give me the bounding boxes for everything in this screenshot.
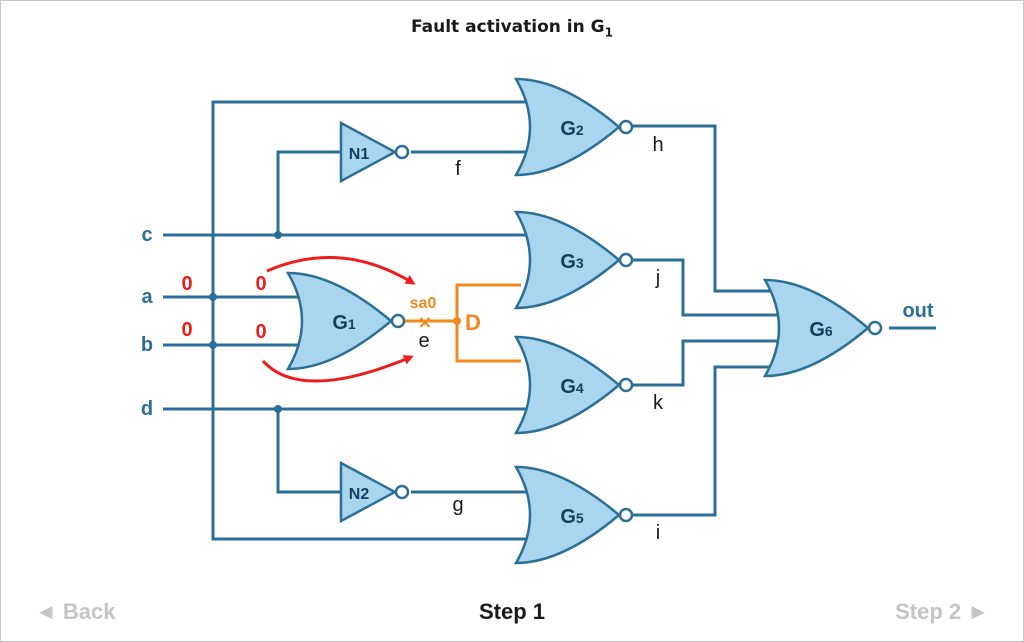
input-label-b: b <box>141 334 153 356</box>
gate-g5[interactable]: G5 <box>514 465 634 565</box>
gate-g6[interactable]: G6 <box>763 278 883 378</box>
activation-arrow-bottom <box>261 355 414 383</box>
svg-text:G1: G1 <box>332 312 356 334</box>
wire-k <box>633 339 777 387</box>
net-label-k: k <box>653 392 664 414</box>
wire-h <box>633 124 777 293</box>
wire-i <box>633 365 777 517</box>
net-label-g: g <box>452 494 463 516</box>
gate-g4-label: G <box>560 376 576 398</box>
activation-arrow-top <box>266 256 416 285</box>
junction-e <box>453 317 461 325</box>
gate-n2[interactable]: N2 <box>339 460 410 524</box>
junction-a <box>209 293 217 301</box>
wire-e <box>405 283 521 363</box>
gate-g5-label: G <box>560 506 576 528</box>
gate-g1[interactable]: G1 <box>286 271 406 371</box>
fault-label: sa0 <box>410 295 437 312</box>
svg-text:G3: G3 <box>560 251 584 273</box>
gate-n1[interactable]: N1 <box>339 120 410 184</box>
gate-g2-label: G <box>560 118 576 140</box>
gate-g5-sub: 5 <box>576 510 584 526</box>
gate-g2[interactable]: G2 <box>514 77 634 177</box>
gate-g4-sub: 4 <box>576 380 584 396</box>
wire-d <box>163 407 528 494</box>
gate-g4[interactable]: G4 <box>514 335 634 435</box>
diagram-title-text: Fault activation in G <box>411 17 605 37</box>
input-label-a: a <box>141 286 153 308</box>
junction-b <box>209 341 217 349</box>
wire-a <box>163 100 528 541</box>
gate-g2-sub: 2 <box>576 122 584 138</box>
junction-d <box>274 405 282 413</box>
gate-n2-label: N2 <box>349 486 370 503</box>
wire-j <box>633 258 777 317</box>
svg-text:G4: G4 <box>560 376 584 398</box>
fault-x-icon: × <box>417 312 432 333</box>
net-label-j: j <box>655 267 660 289</box>
input-label-c: c <box>141 224 152 246</box>
gate-g1-sub: 1 <box>348 316 356 332</box>
net-label-h: h <box>652 134 663 156</box>
value-a-primary: 0 <box>181 273 192 295</box>
next-step-button[interactable]: Step 2 ► <box>895 599 989 624</box>
gate-g3[interactable]: G3 <box>514 210 634 310</box>
net-label-e: e <box>418 330 429 352</box>
svg-text:G6: G6 <box>809 319 833 341</box>
value-b-primary: 0 <box>181 319 192 341</box>
gate-n1-label: N1 <box>349 146 370 163</box>
net-label-f: f <box>455 158 461 180</box>
input-label-d: d <box>141 398 153 420</box>
gate-g1-label: G <box>332 312 348 334</box>
gate-g6-label: G <box>809 319 825 341</box>
output-label: out <box>902 300 933 322</box>
diagram-title: Fault activation in G1 <box>1 17 1023 39</box>
gate-g3-sub: 3 <box>576 255 584 271</box>
svg-text:G5: G5 <box>560 506 584 528</box>
wire-c <box>163 150 528 237</box>
gate-g6-sub: 6 <box>825 323 833 339</box>
value-b-gate: 0 <box>255 321 266 343</box>
value-a-gate: 0 <box>255 273 266 295</box>
back-button[interactable]: ◄ Back <box>35 599 116 624</box>
junction-c <box>274 231 282 239</box>
svg-text:G2: G2 <box>560 118 584 140</box>
net-label-i: i <box>656 522 660 544</box>
diagram-title-subscript: 1 <box>604 25 613 40</box>
gate-g3-label: G <box>560 251 576 273</box>
fault-effect-label: D <box>465 310 481 335</box>
